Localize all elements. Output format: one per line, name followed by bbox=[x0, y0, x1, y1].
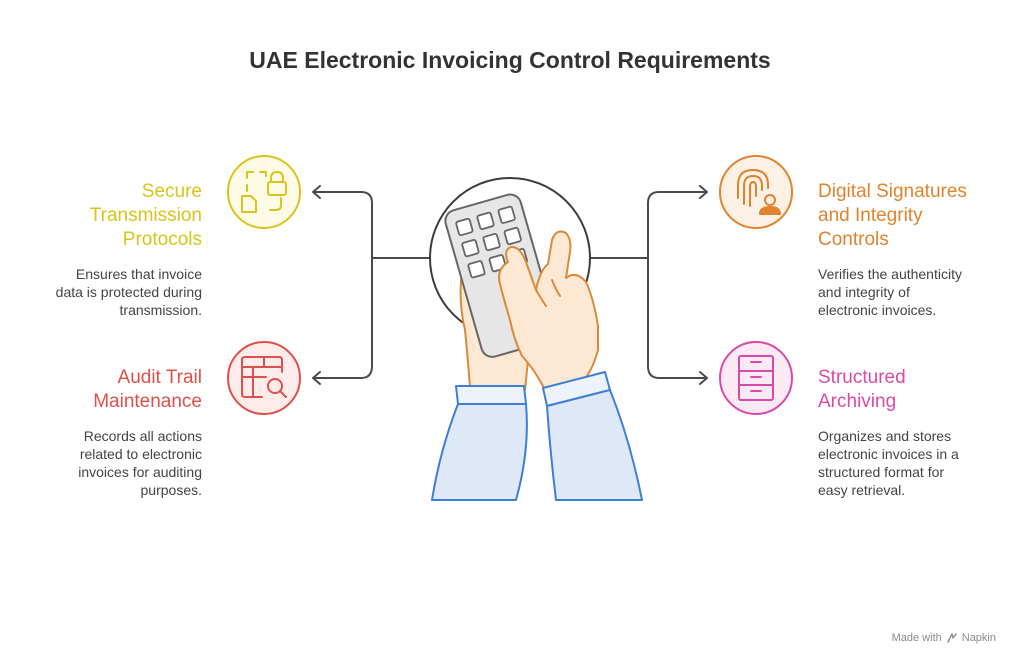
description-line: structured format for bbox=[818, 464, 945, 480]
hands-calculator-icon bbox=[429, 177, 643, 501]
napkin-logo-icon bbox=[947, 633, 957, 643]
digital-signatures-description: Verifies the authenticity and integrity … bbox=[818, 265, 1013, 319]
secure-transmission-description: Ensures that invoice data is protected d… bbox=[10, 265, 202, 319]
description-line: data is protected during bbox=[55, 284, 202, 300]
description-line: electronic invoices. bbox=[818, 302, 937, 318]
heading-line: Controls bbox=[818, 229, 889, 250]
heading-line: Digital Signatures bbox=[818, 181, 967, 202]
digital-signatures-heading: Digital Signatures and Integrity Control… bbox=[818, 180, 1013, 252]
heading-line: and Integrity bbox=[818, 205, 923, 226]
description-line: Records all actions bbox=[83, 428, 202, 444]
description-line: transmission. bbox=[119, 302, 202, 318]
description-line: Verifies the authenticity bbox=[818, 266, 962, 282]
audit-trail-heading: Audit Trail Maintenance bbox=[40, 366, 202, 414]
footer-made-with: Made with bbox=[891, 632, 942, 644]
footer-brand: Napkin bbox=[961, 632, 996, 644]
description-line: purposes. bbox=[140, 482, 202, 498]
structured-archiving-description: Organizes and stores electronic invoices… bbox=[818, 427, 1013, 499]
page-title: UAE Electronic Invoicing Control Require… bbox=[249, 47, 771, 73]
description-line: electronic invoices in a bbox=[818, 446, 959, 462]
heading-line: Protocols bbox=[122, 229, 202, 250]
secure-transmission-heading: Secure Transmission Protocols bbox=[40, 180, 202, 252]
description-line: invoices for auditing bbox=[78, 464, 202, 480]
table-search-icon bbox=[227, 341, 301, 415]
audit-trail-description: Records all actions related to electroni… bbox=[10, 427, 202, 499]
connector-right bbox=[589, 185, 708, 385]
description-line: easy retrieval. bbox=[818, 482, 906, 498]
heading-line: Maintenance bbox=[93, 391, 202, 412]
description-line: Ensures that invoice bbox=[75, 266, 202, 282]
fingerprint-user-icon bbox=[719, 155, 793, 229]
description-line: Organizes and stores bbox=[818, 428, 952, 444]
description-line: related to electronic bbox=[79, 446, 202, 462]
connector-left bbox=[312, 185, 431, 385]
heading-line: Structured bbox=[818, 367, 906, 388]
structured-archiving-heading: Structured Archiving bbox=[818, 366, 1013, 414]
filing-cabinet-icon bbox=[719, 341, 793, 415]
heading-line: Transmission bbox=[89, 205, 202, 226]
description-line: and integrity of bbox=[818, 284, 910, 300]
heading-line: Secure bbox=[141, 181, 202, 202]
heading-line: Audit Trail bbox=[117, 367, 202, 388]
made-with-napkin-footer[interactable]: Made with Napkin bbox=[892, 632, 996, 644]
heading-line: Archiving bbox=[818, 391, 897, 412]
document-lock-icon bbox=[227, 155, 301, 229]
